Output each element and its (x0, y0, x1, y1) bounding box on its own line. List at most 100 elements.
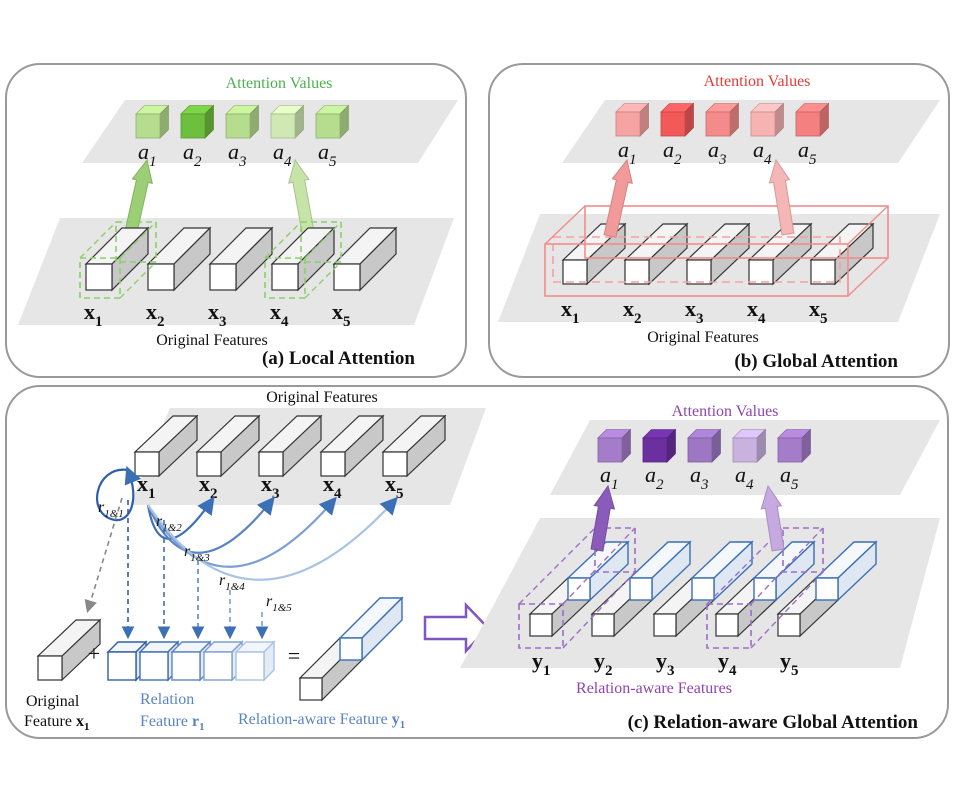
panel-a-caption: (a) Local Attention (262, 348, 415, 369)
attention-cube-3 (225, 104, 260, 139)
global-window-edges (544, 205, 889, 297)
original-feature-bar-1 (133, 414, 199, 478)
global-window-dashed (552, 236, 841, 283)
attention-cube-4 (732, 428, 767, 463)
panel-c-features-title: Original Features (266, 389, 378, 406)
panel-b-border (488, 63, 950, 378)
plus-sign: + (88, 641, 100, 666)
equals-sign: = (288, 643, 300, 668)
feature-label-2: x2 (623, 296, 642, 327)
relation-aware-bar-upper-2 (628, 540, 692, 602)
feature-bar-4 (270, 226, 336, 292)
relation-feature-label-line2: Feature r1 (140, 713, 205, 733)
original-feature-label-4: x4 (323, 471, 342, 502)
attention-arrow-4 (760, 484, 785, 552)
panel-c-caption: (c) Relation-aware Global Attention (628, 712, 919, 733)
feature-bar-2 (623, 222, 689, 286)
attention-arrow-4 (288, 158, 315, 234)
original-feature-x1 (36, 618, 102, 682)
relation-label-2: r1&2 (156, 513, 182, 534)
attention-label-3: a3 (228, 139, 247, 170)
attention-cube-3 (687, 428, 722, 463)
purple-window-front-1 (518, 603, 564, 649)
attention-label-5: a5 (780, 462, 799, 493)
global-window-back (584, 205, 889, 259)
attention-arrow-1 (590, 484, 616, 552)
original-feature-label-5: x5 (385, 471, 404, 502)
attention-cube-5 (315, 104, 350, 139)
relation-feature-cube-3 (170, 640, 212, 682)
attention-label-2: a2 (663, 137, 682, 168)
feature-label-3: x3 (685, 296, 704, 327)
relation-aware-bar-upper-3 (690, 540, 754, 602)
attention-label-5: a5 (318, 139, 337, 170)
local-window-edges-2 (264, 221, 342, 299)
relation-aware-label-1: y1 (532, 648, 551, 679)
local-window-front-1 (79, 257, 121, 299)
relation-aware-label-5: y5 (780, 648, 799, 679)
feature-bar-3 (685, 222, 751, 286)
relation-aware-features-caption: Relation-aware Features (576, 680, 732, 697)
relation-aware-bar-upper-5 (814, 540, 878, 602)
relation-arc-5 (147, 496, 398, 581)
feature-label-4: x4 (270, 299, 289, 330)
original-feature-bar-2 (195, 414, 261, 478)
attention-cube-1 (135, 104, 170, 139)
global-window-front (544, 243, 849, 297)
panel-c-attention-title: Attention Values (672, 403, 779, 420)
panel-a-attention-plane (82, 100, 458, 163)
attention-label-5: a5 (798, 137, 817, 168)
panel-b-features-caption: Original Features (647, 329, 759, 346)
local-window-front-2 (264, 257, 306, 299)
original-feature-label-2: x2 (199, 471, 218, 502)
attention-label-3: a3 (708, 137, 727, 168)
original-feature-bar-4 (319, 414, 385, 478)
relation-feature-label-line1: Relation (140, 691, 194, 708)
attention-cube-1 (615, 102, 650, 137)
feature-label-2: x2 (146, 299, 165, 330)
feature-label-5: x5 (809, 296, 828, 327)
attention-cube-2 (180, 104, 215, 139)
feature-bar-4 (747, 222, 813, 286)
relation-aware-feature-upper (338, 596, 404, 662)
panel-a-border (5, 63, 467, 378)
original-feature-label-line2: Feature x1 (24, 713, 89, 733)
panel-b-attention-title: Attention Values (704, 73, 811, 90)
feature-bar-5 (809, 222, 875, 286)
attention-arrow-1 (603, 158, 633, 238)
attention-label-3: a3 (690, 462, 709, 493)
relation-label-1: r1&1 (98, 499, 124, 520)
attention-cube-2 (660, 102, 695, 137)
attention-label-4: a4 (273, 139, 292, 170)
relation-aware-label-3: y3 (656, 648, 675, 679)
feature-label-4: x4 (747, 296, 766, 327)
panel-a-attention-title: Attention Values (226, 75, 333, 92)
relation-aware-label-2: y2 (594, 648, 613, 679)
attention-cube-4 (750, 102, 785, 137)
relation-aware-bar-upper-4 (752, 540, 816, 602)
attention-label-4: a4 (735, 462, 754, 493)
relation-aware-feature-label: Relation-aware Feature y1 (238, 711, 405, 731)
feature-bar-1 (84, 226, 150, 292)
local-window-edges-1 (79, 221, 157, 299)
original-feature-label-line1: Original (26, 693, 80, 710)
original-feature-drop (84, 497, 123, 614)
attention-cube-1 (597, 428, 632, 463)
panel-b-caption: (b) Global Attention (734, 351, 898, 372)
attention-cube-4 (270, 104, 305, 139)
attention-cube-3 (705, 102, 740, 137)
original-feature-bar-5 (381, 414, 447, 478)
attention-label-2: a2 (645, 462, 664, 493)
relation-feature-cube-2 (138, 640, 180, 682)
relation-arc-4 (147, 496, 337, 568)
local-window-back-1 (115, 221, 157, 263)
purple-window-edges-2 (706, 527, 824, 649)
attention-label-4: a4 (753, 137, 772, 168)
feature-bar-2 (146, 226, 212, 292)
attention-label-1: a1 (618, 137, 637, 168)
